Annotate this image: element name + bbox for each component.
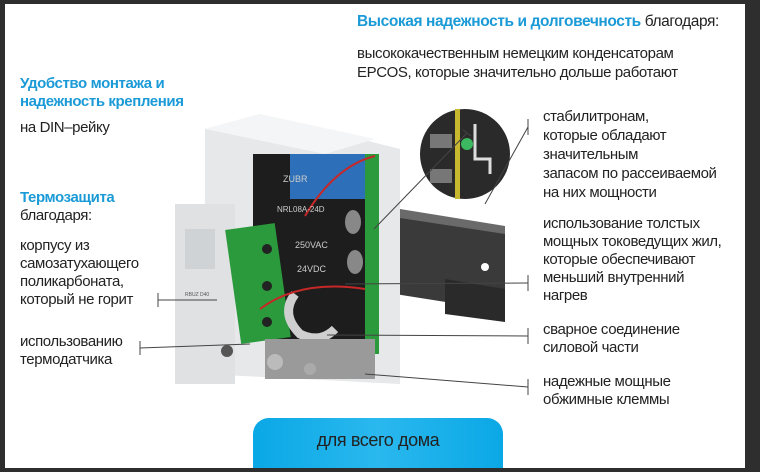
case-line: самозатухающего xyxy=(20,255,139,272)
zener-line: на них мощности xyxy=(543,184,657,201)
thermo-title: Термозащита xyxy=(20,189,115,206)
din-rail xyxy=(395,209,505,322)
relay-rating-ac: 250VAC xyxy=(295,240,328,250)
epcos-line-2: EPCOS, которые значительно дольше работа… xyxy=(357,64,678,81)
whole-house-label: для всего дома xyxy=(316,430,440,450)
relay-housing xyxy=(175,114,400,384)
sensor-line: термодатчика xyxy=(20,351,112,368)
main-heading: Высокая надежность и долговечность благо… xyxy=(357,12,719,31)
case-line: корпусу из xyxy=(20,237,90,254)
case-line: который не горит xyxy=(20,291,133,308)
mount-title-1: Удобство монтажа и xyxy=(20,75,165,92)
thermo-sub: благодаря: xyxy=(20,207,92,224)
whole-house-button[interactable]: для всего дома xyxy=(253,418,503,468)
clamp-line: надежные мощные xyxy=(543,373,671,390)
mount-title-2: надежность крепления xyxy=(20,93,184,110)
zener-line: запасом по рассеиваемой xyxy=(543,165,717,182)
wires-line: меньший внутренний xyxy=(543,269,685,286)
zener-line: которые обладают xyxy=(543,127,667,144)
weld-line: силовой части xyxy=(543,339,639,356)
wires-line: нагрев xyxy=(543,287,588,304)
relay-model: NRL08A-24D xyxy=(277,205,325,214)
device-illustration: ZUBR NRL08A-24D 250VAC 24VDC RBUZ D40 xyxy=(139,109,529,395)
relay-rating-dc: 24VDC xyxy=(297,264,327,274)
clamp-line: обжимные клеммы xyxy=(543,391,670,408)
zener-line: значительным xyxy=(543,146,639,163)
leader-lines xyxy=(139,119,529,395)
zener-closeup xyxy=(420,109,510,199)
epcos-line-1: высококачественным немецким конденсатора… xyxy=(357,45,674,62)
infographic-panel: ZUBR NRL08A-24D 250VAC 24VDC RBUZ D40 Вы… xyxy=(5,4,745,468)
wires-line: использование толстых xyxy=(543,215,700,232)
sensor-line: использованию xyxy=(20,333,123,350)
zener-line: стабилитронам, xyxy=(543,108,649,125)
heading-rest: благодаря: xyxy=(640,13,720,30)
mount-text: на DIN–рейку xyxy=(20,119,110,136)
device-label: RBUZ D40 xyxy=(185,292,209,298)
relay-brand: ZUBR xyxy=(283,174,308,184)
heading-highlight: Высокая надежность и долговечность xyxy=(357,13,641,30)
weld-line: сварное соединение xyxy=(543,321,680,338)
case-line: поликарбоната, xyxy=(20,273,124,290)
wires-line: мощных токоведущих жил, xyxy=(543,233,722,250)
wires-line: которые обеспечивают xyxy=(543,251,696,268)
